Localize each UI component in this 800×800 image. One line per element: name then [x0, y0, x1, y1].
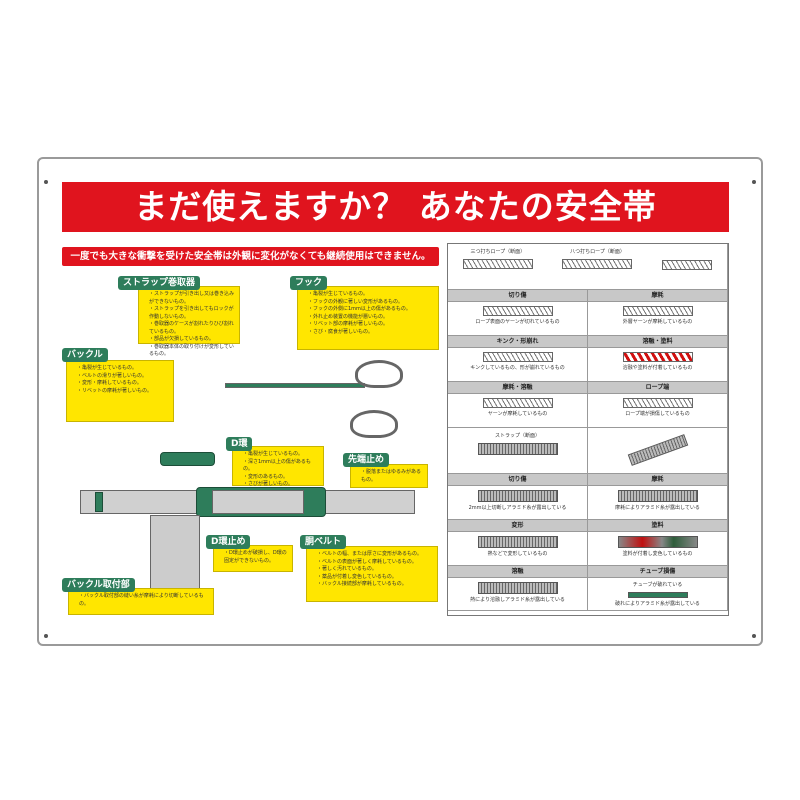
table-header: ロープ端	[588, 382, 728, 394]
callout-hook: ・亀裂が生じているもの。・フックの外観に著しい変形があるもの。・フックの外側に1…	[297, 286, 439, 350]
table-header: 摩耗	[588, 474, 728, 486]
table-cell: ロープ表面のヤーンが切れているもの	[448, 302, 588, 336]
table-header: 摩耗・溶融	[448, 382, 588, 394]
table-cell: ヤーンが摩耗しているもの	[448, 394, 588, 428]
table-cell: ロープ端が損傷しているもの	[588, 394, 728, 428]
label-buckle: バックル	[62, 348, 108, 362]
rope-illustration	[622, 398, 693, 408]
strap-illustration	[477, 443, 558, 455]
table-header: 塗料	[588, 520, 728, 532]
mount-hole	[44, 634, 48, 638]
table-cell: 塗料が付着し変色しているもの	[588, 532, 728, 566]
rope-illustration	[482, 398, 553, 408]
table-cell: 外層ヤーンが摩耗しているもの	[588, 302, 728, 336]
strap-illustration	[477, 536, 558, 548]
table-header: チューブ損傷	[588, 566, 728, 578]
table-cell: 熱などで変形しているもの	[448, 532, 588, 566]
strap-section: ストラップ（断面）	[448, 428, 588, 474]
table-cell: キンクしているもの、形が崩れているもの	[448, 348, 588, 382]
rope-illustration	[662, 260, 713, 270]
table-cell: 溶融や塗料が付着しているもの	[588, 348, 728, 382]
rope-illustration	[622, 306, 693, 316]
table-header: 溶融・塗料	[588, 336, 728, 348]
callout-d-ring-stop: ・D環止めが破損し、D環の固定ができないもの。	[213, 545, 293, 572]
belt-pad-inner	[212, 490, 304, 514]
rope-bag-drawing	[150, 515, 200, 590]
strap-illustration	[477, 490, 558, 502]
mount-hole	[752, 634, 756, 638]
tube-illustration	[627, 592, 688, 598]
callout-waist-belt: ・ベルトの幅、または厚さに変形があるもの。・ベルトの表面が著しく摩耗しているもの…	[306, 546, 438, 602]
rope-illustration	[482, 352, 553, 362]
rope-illustration	[482, 306, 553, 316]
table-header: 摩耗	[588, 290, 728, 302]
label-strap-reel: ストラップ巻取器	[118, 276, 201, 290]
callout-end-stop: ・脱落またはゆるみがあるもの。	[350, 464, 428, 488]
label-end-stop: 先端止め	[343, 453, 390, 467]
table-cell: 2mm以上切断しアラミド糸が露出している	[448, 486, 588, 520]
lanyard-drawing	[225, 383, 365, 388]
table-header: キンク・形崩れ	[448, 336, 588, 348]
hook-drawing	[350, 410, 398, 438]
sign-title: まだ使えますか？ あなたの安全帯	[62, 182, 729, 232]
label-hook: フック	[290, 276, 328, 290]
label-d-ring-stop: D環止め	[206, 535, 251, 549]
table-header: 切り傷	[448, 474, 588, 486]
hook-drawing	[355, 360, 403, 388]
callout-buckle-mount: ・バックル取付部の縫い糸が摩耗により切断しているもの。	[68, 588, 214, 615]
label-buckle-mount: バックル取付部	[62, 578, 135, 592]
table-cell: 熱により溶融しアラミド糸が露出している	[448, 578, 588, 611]
label-d-ring: D環	[226, 437, 253, 451]
callout-buckle: ・亀裂が生じているもの。・ベルトの滑りが著しいもの。・変形・摩耗しているもの。・…	[66, 360, 174, 422]
label-waist-belt: 胴ベルト	[300, 535, 347, 549]
strap-section	[588, 428, 728, 474]
rope-illustration	[462, 259, 533, 269]
table-cell: 摩耗によりアラミド糸が露出している	[588, 486, 728, 520]
reel-drawing	[160, 452, 215, 466]
table-header: 溶融	[448, 566, 588, 578]
strap-illustration	[477, 582, 558, 594]
sign-subtitle: 一度でも大きな衝撃を受けた安全帯は外観に変化がなくても継続使用はできません。	[62, 247, 439, 266]
inspection-table: 三つ打ちロープ（断面） 八つ打ちロープ（断面） 切り傷 摩耗 ロープ表面のヤーン…	[447, 243, 729, 616]
table-cell: チューブが破れている破れによりアラミド糸が露出している	[588, 578, 728, 611]
strap-illustration	[627, 434, 688, 466]
callout-d-ring: ・亀裂が生じているもの。・深さ1mm以上の傷があるもの。・変形のあるもの。・さび…	[232, 446, 324, 487]
table-header: 切り傷	[448, 290, 588, 302]
callout-strap-reel: ・ストラップが引き出し又は巻き込みができないもの。・ストラップを引き出してもロッ…	[138, 286, 240, 357]
table-header: 変形	[448, 520, 588, 532]
buckle-drawing	[95, 492, 103, 512]
rope-illustration	[622, 352, 693, 362]
mount-hole	[44, 180, 48, 184]
mount-hole	[752, 180, 756, 184]
rope-label: 三つ打ちロープ（断面）	[470, 249, 526, 255]
strap-illustration	[617, 536, 698, 548]
strap-illustration	[617, 490, 698, 502]
rope-illustration	[562, 259, 633, 269]
rope-label: 八つ打ちロープ（断面）	[570, 249, 625, 255]
rope-sections: 三つ打ちロープ（断面） 八つ打ちロープ（断面）	[448, 244, 728, 290]
